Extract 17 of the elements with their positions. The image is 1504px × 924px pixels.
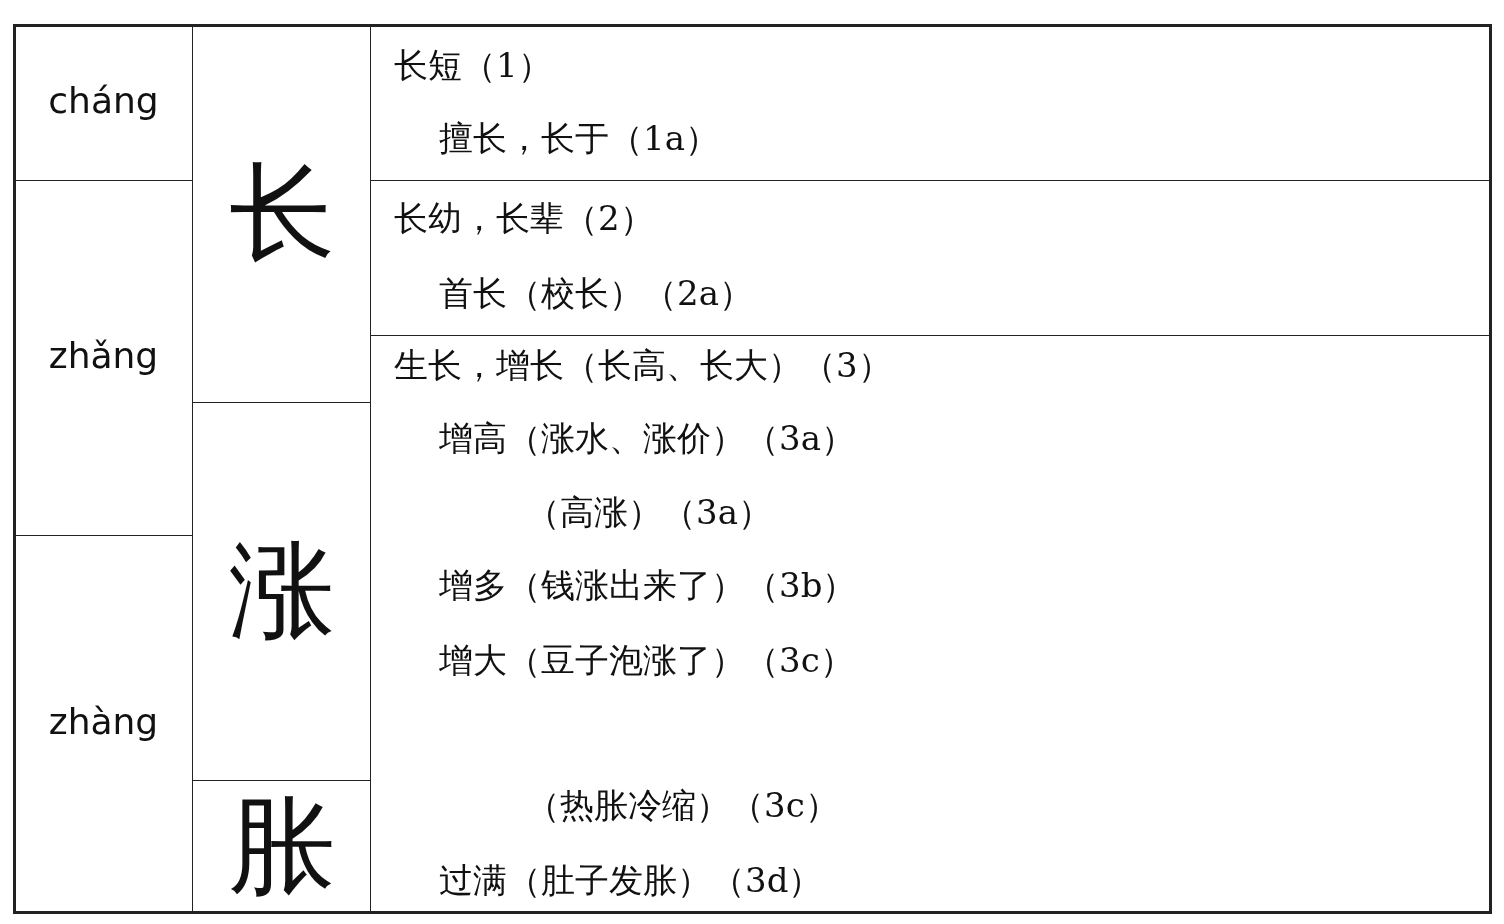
meaning-text: 增多（钱涨出来了）（3b） (439, 565, 857, 605)
character-text: 涨 (227, 530, 336, 651)
meaning-text: 擅长，长于（1a） (439, 118, 719, 158)
meaning-text: 首长（校长）（2a） (439, 273, 753, 313)
character-text: 胀 (227, 785, 336, 906)
pinyin-text: cháng (47, 80, 160, 121)
meaning-text: 增大（豆子泡涨了）（3c） (439, 640, 854, 680)
meaning-text: 生长，增长（长高、长大）（3） (394, 345, 892, 385)
meaning-text: 增高（涨水、涨价）（3a） (439, 418, 855, 458)
meaning-text: 长幼，长辈（2） (394, 198, 654, 238)
meaning-text: 长短（1） (394, 45, 552, 85)
meaning-text: （高涨）（3a） (526, 492, 772, 532)
pinyin-text: zhàng (47, 701, 160, 742)
meaning-text: （热胀冷缩）（3c） (526, 785, 839, 825)
character-text: 长 (227, 153, 336, 273)
pinyin-text: zhǎng (47, 335, 160, 376)
meaning-text: 过满（肚子发胀）（3d） (439, 860, 823, 900)
